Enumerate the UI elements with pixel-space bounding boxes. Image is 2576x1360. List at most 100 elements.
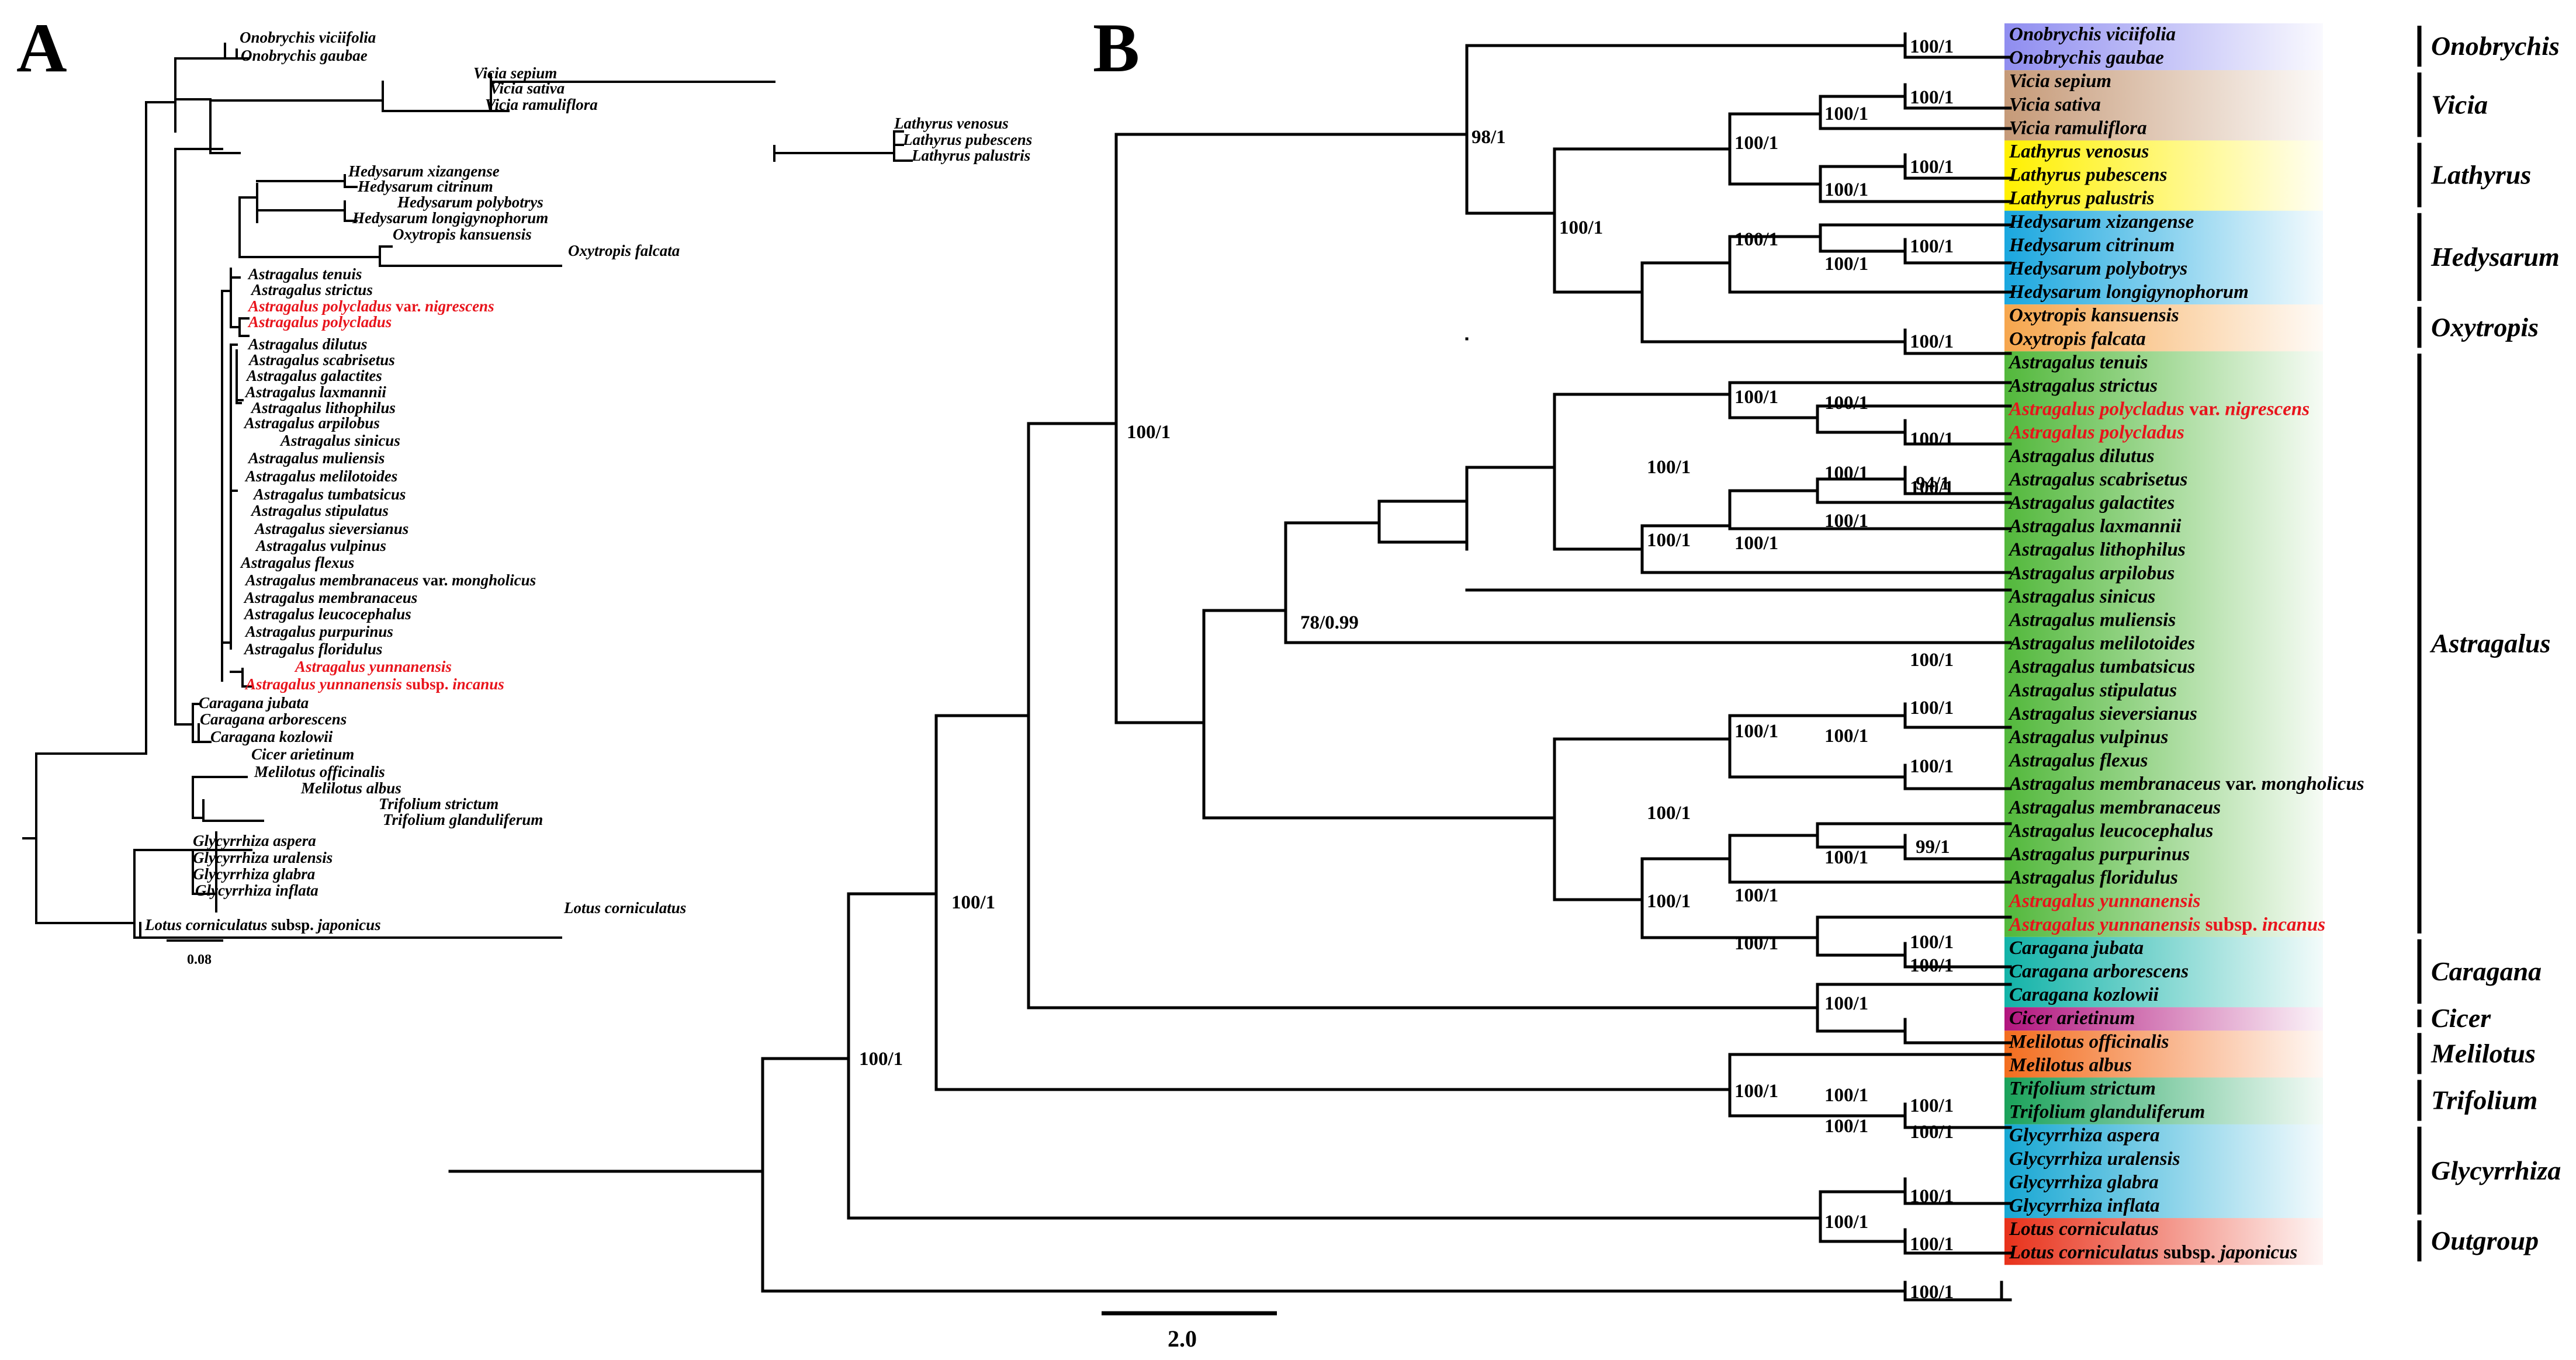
panel-b-scale-label: 2.0 <box>1168 1326 1197 1352</box>
support-value: 100/1 <box>1647 530 1691 551</box>
panel-a-tip-label: Astragalus tenuis <box>247 265 362 283</box>
panel-a-tip-label: Caragana jubata <box>199 694 309 712</box>
support-value: 100/1 <box>1910 477 1954 498</box>
panel-b-tip-label: Vicia sepium <box>2009 71 2111 92</box>
panel-b-tip-label: Astragalus muliensis <box>2008 610 2176 631</box>
panel-a-tip-label: Astragalus yunnanensis subsp. incanus <box>244 675 504 693</box>
panel-b-tip-label: Caragana kozlowii <box>2009 984 2159 1005</box>
support-value: 100/1 <box>1910 429 1954 450</box>
support-value: 100/1 <box>859 1049 903 1070</box>
panel-a-tip-label: Astragalus sieversianus <box>254 520 408 537</box>
support-value: 100/1 <box>1824 463 1868 484</box>
support-value: 100/1 <box>1910 698 1954 719</box>
panel-b-tip-label: Astragalus membranaceus <box>2008 797 2221 818</box>
support-value: 100/1 <box>1910 650 1954 671</box>
panel-b-tip-label: Lotus corniculatus <box>2009 1219 2159 1240</box>
panel-b-tip-label: Hedysarum citrinum <box>2009 235 2175 256</box>
panel-a-tip-label: Hedysarum xizangense <box>348 162 500 180</box>
panel-b-tip-label: Astragalus melilotoides <box>2008 633 2195 654</box>
panel-a-tip-label: Oxytropis falcata <box>568 242 680 259</box>
panel-b-tip-label: Astragalus floridulus <box>2008 868 2178 889</box>
panel-b-tip-label: Lathyrus venosus <box>2009 141 2149 162</box>
genus-band <box>2004 1077 2323 1125</box>
panel-a-tip-label: Vicia ramuliflora <box>485 96 598 113</box>
panel-a-tip-label: Astragalus purpurinus <box>244 623 393 640</box>
support-value: 100/1 <box>1910 932 1954 953</box>
panel-b-tip-label: Astragalus galactites <box>2008 492 2175 514</box>
panel-a-tip-label: Astragalus membranaceus <box>243 589 417 606</box>
panel-b-tip-label: Hedysarum xizangense <box>2009 211 2194 233</box>
panel-b-tip-label: Astragalus yunnanensis <box>2008 891 2200 912</box>
support-value: 100/1 <box>1824 511 1868 532</box>
panel-b-tip-label: Astragalus tumbatsicus <box>2008 657 2195 678</box>
panel-a-tip-label: Astragalus flexus <box>240 554 354 571</box>
support-value: 100/1 <box>1910 1186 1954 1207</box>
panel-a-tip-label: Caragana kozlowii <box>210 728 333 745</box>
support-value: 100/1 <box>1824 1085 1868 1106</box>
panel-a-tip-label: Trifolium glanduliferum <box>383 811 543 828</box>
panel-b-tip-label: Lathyrus palustris <box>2009 188 2155 209</box>
support-value: 100/1 <box>951 892 995 913</box>
panel-b-tip-label: Astragalus purpurinus <box>2008 844 2190 865</box>
genus-band <box>2004 351 2323 937</box>
panel-a-tree <box>22 43 913 939</box>
panel-b-tip-label: Melilotus officinalis <box>2009 1031 2169 1052</box>
panel-b-tip-label: Astragalus membranaceus var. mongholicus <box>2008 773 2364 795</box>
support-value: 100/1 <box>1824 726 1868 747</box>
panel-a-tip-label: Glycyrrhiza glabra <box>193 865 315 883</box>
panel-a-tip-label: Caragana arborescens <box>200 710 347 728</box>
genus-label: Melilotus <box>2430 1038 2536 1068</box>
panel-b-tip-label: Cicer arietinum <box>2009 1008 2135 1029</box>
panel-b-tip-label: Lotus corniculatus subsp. japonicus <box>2009 1242 2297 1263</box>
panel-a-tip-label: Astragalus membranaceus var. mongholicus <box>244 571 536 589</box>
support-value: 98/1 <box>1471 127 1506 148</box>
genus-label: Vicia <box>2431 89 2488 119</box>
panel-b-tip-label: Vicia ramuliflora <box>2009 117 2147 138</box>
genus-band <box>2004 304 2323 352</box>
panel-a-tip-label: Astragalus lithophilus <box>250 399 396 417</box>
panel-a-tip-label: Astragalus laxmannii <box>244 383 386 401</box>
panel-a-letter: A <box>16 9 67 86</box>
panel-b-tip-label: Astragalus polycladus <box>2008 422 2184 443</box>
panel-b-tip-label: Astragalus scabrisetus <box>2008 469 2187 490</box>
support-value: 100/1 <box>1910 756 1954 777</box>
support-value: 100/1 <box>1734 133 1778 154</box>
support-value: 100/1 <box>1824 103 1868 124</box>
support-value: 94/1 <box>1916 473 1950 494</box>
panel-a-tip-label: Astragalus scabrisetus <box>248 351 395 369</box>
panel-b-tip-label: Trifolium strictum <box>2009 1078 2156 1099</box>
support-value: 100/1 <box>1824 993 1868 1014</box>
genus-label: Onobrychis <box>2431 31 2560 61</box>
support-value: 100/1 <box>1910 1282 1954 1303</box>
support-value: 100/1 <box>1910 236 1954 257</box>
genus-label: Hedysarum <box>2430 242 2560 272</box>
panel-a-tip-label: Cicer arietinum <box>251 745 354 763</box>
panel-b-tip-label: Trifolium glanduliferum <box>2009 1102 2205 1123</box>
panel-b-tip-label: Astragalus flexus <box>2008 750 2148 771</box>
panel-b-tip-label: Lathyrus pubescens <box>2009 165 2167 186</box>
panel-b-tip-label: Astragalus leucocephalus <box>2008 820 2213 841</box>
panel-b-tip-label: Oxytropis falcata <box>2009 328 2146 349</box>
panel-b-tip-label: Astragalus stipulatus <box>2008 680 2177 701</box>
panel-b-color-bands <box>2004 23 2323 1265</box>
genus-label: Caragana <box>2431 956 2542 986</box>
genus-label: Oxytropis <box>2431 312 2539 342</box>
support-value: 100/1 <box>1734 533 1778 554</box>
support-value: 100/1 <box>1910 1122 1954 1143</box>
panel-a-tip-label: Astragalus polycladus var. nigrescens <box>247 297 494 315</box>
support-value: 99/1 <box>1916 837 1950 858</box>
panel-b-tip-label: Caragana arborescens <box>2009 961 2189 982</box>
support-value: 100/1 <box>1824 1212 1868 1233</box>
genus-band <box>2004 1124 2323 1219</box>
support-value: 100/1 <box>1734 933 1778 954</box>
genus-label: Astragalus <box>2429 629 2551 658</box>
panel-b-tip-label: Astragalus tenuis <box>2008 352 2148 373</box>
support-value: 100/1 <box>1910 331 1954 352</box>
support-value: 100/1 <box>1127 422 1171 443</box>
panel-a-tip-label: Astragalus melilotoides <box>244 467 397 485</box>
genus-band <box>2004 1218 2323 1265</box>
panel-b-tip-label: Astragalus strictus <box>2008 376 2158 397</box>
